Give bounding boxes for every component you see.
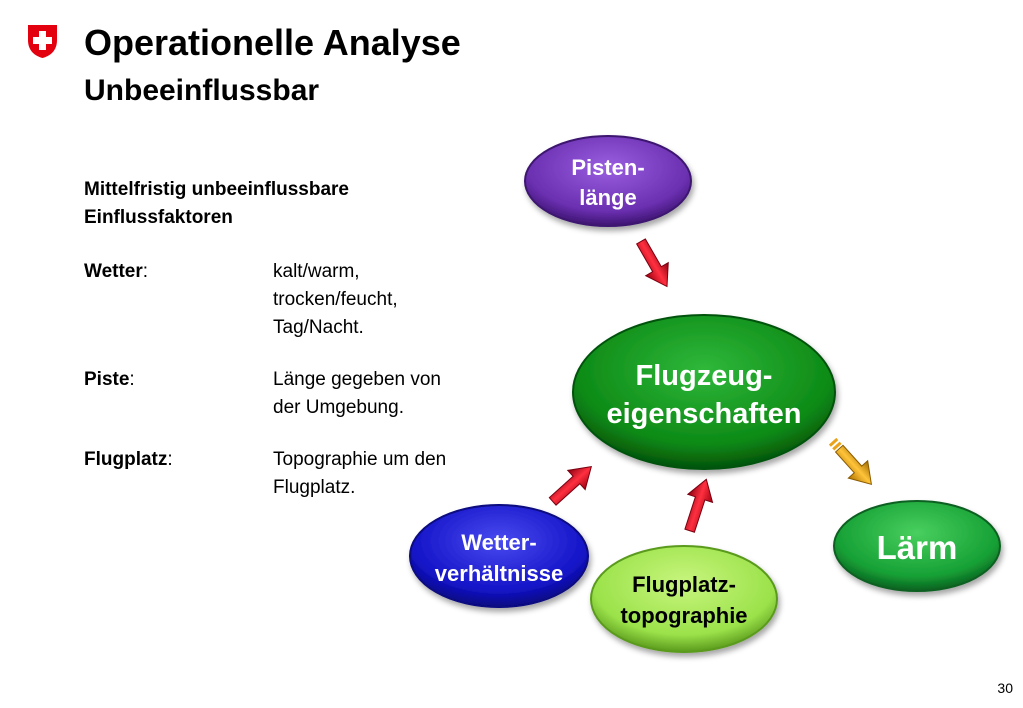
factor-description-line: kalt/warm, [273, 261, 360, 282]
factor-description-line: Topographie um den [273, 449, 447, 470]
node-flugplatztopographie: Flugplatz- topographie [590, 545, 778, 653]
node-pistenlaenge: Pisten- länge [524, 135, 692, 227]
node-flugplatz-label-line2: topographie [620, 603, 747, 628]
node-flugzeugeigenschaften: Flugzeug- eigenschaften [572, 314, 836, 470]
arrow-pistenlaenge-to-flugzeug [635, 238, 669, 288]
factor-description-flugplatz: Topographie um den Flugplatz. [273, 446, 513, 502]
factor-description-line: der Umgebung. [273, 397, 404, 418]
factor-label-flugplatz: Flugplatz: [84, 449, 173, 470]
node-pistenlaenge-label-line2: länge [579, 185, 636, 210]
node-laerm: Lärm [833, 500, 1001, 592]
factors-heading-line: Einflussfaktoren [84, 207, 233, 228]
node-wetter-label-line2: verhältnisse [435, 561, 563, 586]
factors-heading-line: Mittelfristig unbeeinflussbare [84, 179, 349, 200]
factor-description-line: trocken/feucht, [273, 289, 398, 310]
node-pistenlaenge-label-line1: Pisten- [571, 155, 644, 180]
swiss-cross-icon [28, 25, 57, 58]
node-wetter-label-line1: Wetter- [461, 530, 536, 555]
factor-description-wetter: kalt/warm, trocken/feucht, Tag/Nacht. [273, 258, 513, 342]
arrow-flugzeug-to-laerm [828, 437, 873, 486]
page-title: Operationelle Analyse [84, 22, 461, 63]
factor-label-wetter: Wetter: [84, 261, 149, 282]
arrow-flugplatz-to-flugzeug [684, 478, 714, 533]
page-subtitle: Unbeeinflussbar [84, 74, 320, 107]
factor-description-line: Flugplatz. [273, 477, 356, 498]
node-flugplatz-label-line1: Flugplatz- [632, 572, 736, 597]
page-number: 30 [997, 680, 1013, 696]
node-flugzeug-label-line1: Flugzeug- [636, 360, 773, 392]
node-laerm-label: Lärm [877, 529, 958, 566]
factor-description-line: Länge gegeben von [273, 369, 441, 390]
factor-label-piste: Piste: [84, 369, 135, 390]
factors-heading: Mittelfristig unbeeinflussbare Einflussf… [84, 176, 464, 232]
node-wetterverhaeltnisse: Wetter- verhältnisse [409, 504, 589, 608]
arrow-wetter-to-flugzeug [548, 465, 593, 506]
factor-description-line: Tag/Nacht. [273, 317, 364, 338]
factor-description-piste: Länge gegeben von der Umgebung. [273, 366, 513, 422]
node-flugzeug-label-line2: eigenschaften [607, 398, 802, 430]
